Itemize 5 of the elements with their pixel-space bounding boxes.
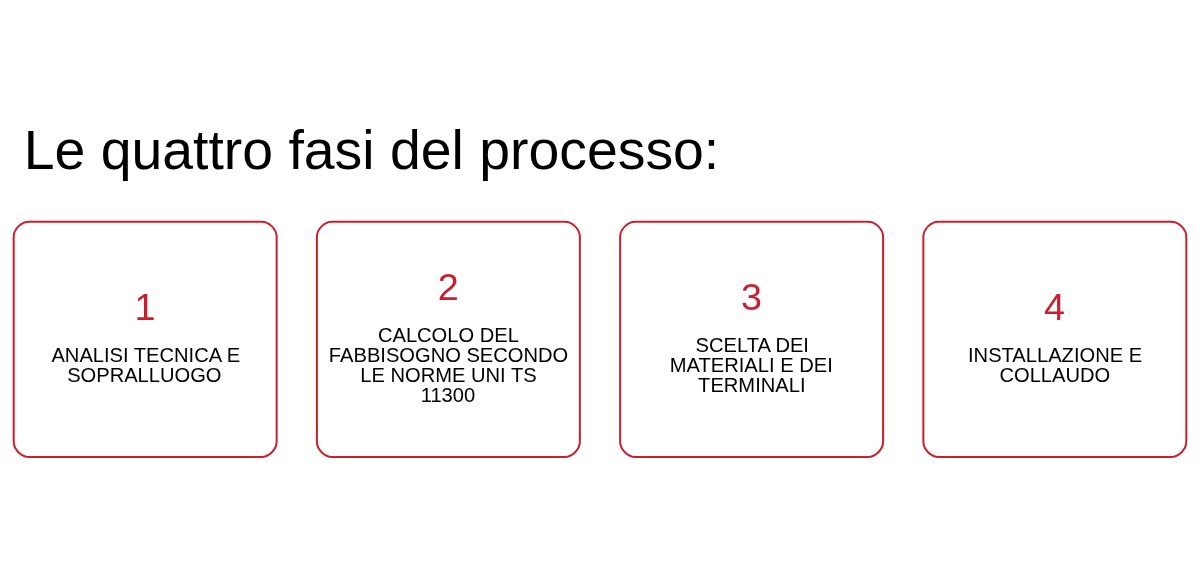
diagram-title: Le quattro fasi del processo: [23, 118, 720, 181]
node-box: 2 CALCOLO DEL FABBISOGNO SECONDO LE NORME UNI TS 11300 [315, 220, 581, 458]
node-box: 1 ANALISI TECNICA E SOPRALLUOGO [12, 220, 278, 458]
node-box: 4 INSTALLAZIONE E COLLAUDO [922, 220, 1188, 458]
node-box: 3 SCELTA DEI MATERIALI E DEI TERMINALI [619, 220, 885, 458]
